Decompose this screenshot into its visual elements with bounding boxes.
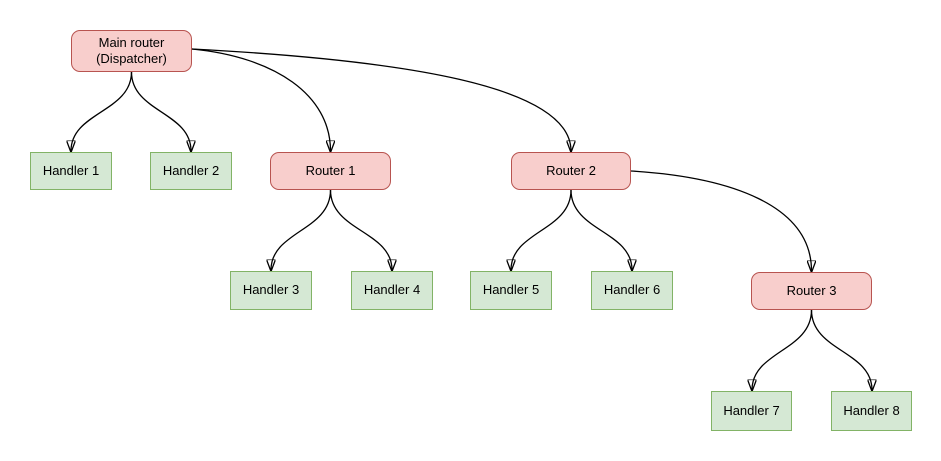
node-handler-5: Handler 5 bbox=[470, 271, 552, 310]
node-router-3-label: Router 3 bbox=[786, 282, 837, 298]
node-router-1: Router 1 bbox=[270, 152, 391, 190]
edge-router2-to-handler6 bbox=[570, 189, 632, 270]
node-handler-4-label: Handler 4 bbox=[363, 282, 421, 298]
node-handler-8-label: Handler 8 bbox=[843, 402, 900, 418]
edge-main-to-handler1 bbox=[71, 71, 133, 151]
edge-main-to-handler2 bbox=[130, 71, 192, 151]
node-handler-4: Handler 4 bbox=[351, 271, 433, 310]
edge-router2-to-router3 bbox=[630, 170, 812, 271]
edge-router3-to-handler8 bbox=[810, 309, 873, 390]
node-handler-1: Handler 1 bbox=[30, 152, 112, 190]
node-router-2-label: Router 2 bbox=[546, 162, 596, 178]
node-handler-5-label: Handler 5 bbox=[482, 282, 540, 298]
node-handler-6: Handler 6 bbox=[591, 271, 673, 310]
edge-main-to-router2 bbox=[191, 48, 571, 151]
node-main-router-label: Main router (Dispatcher) bbox=[96, 34, 167, 66]
edge-router1-to-handler4 bbox=[329, 189, 393, 270]
edge-router2-to-handler5 bbox=[511, 189, 572, 270]
node-handler-2: Handler 2 bbox=[150, 152, 232, 190]
node-handler-2-label: Handler 2 bbox=[162, 162, 220, 178]
node-handler-7: Handler 7 bbox=[711, 391, 792, 431]
edge-main-to-router1 bbox=[191, 48, 331, 151]
node-router-1-label: Router 1 bbox=[305, 162, 356, 178]
edge-router3-to-handler7 bbox=[752, 309, 813, 390]
node-handler-3: Handler 3 bbox=[230, 271, 312, 310]
node-router-2: Router 2 bbox=[511, 152, 631, 190]
node-main-router: Main router (Dispatcher) bbox=[71, 30, 192, 72]
edge-router1-to-handler3 bbox=[271, 189, 332, 270]
node-handler-3-label: Handler 3 bbox=[242, 282, 300, 298]
node-handler-8: Handler 8 bbox=[831, 391, 912, 431]
node-handler-1-label: Handler 1 bbox=[42, 162, 100, 178]
node-handler-6-label: Handler 6 bbox=[603, 282, 661, 298]
node-router-3: Router 3 bbox=[751, 272, 872, 310]
node-handler-7-label: Handler 7 bbox=[723, 402, 780, 418]
